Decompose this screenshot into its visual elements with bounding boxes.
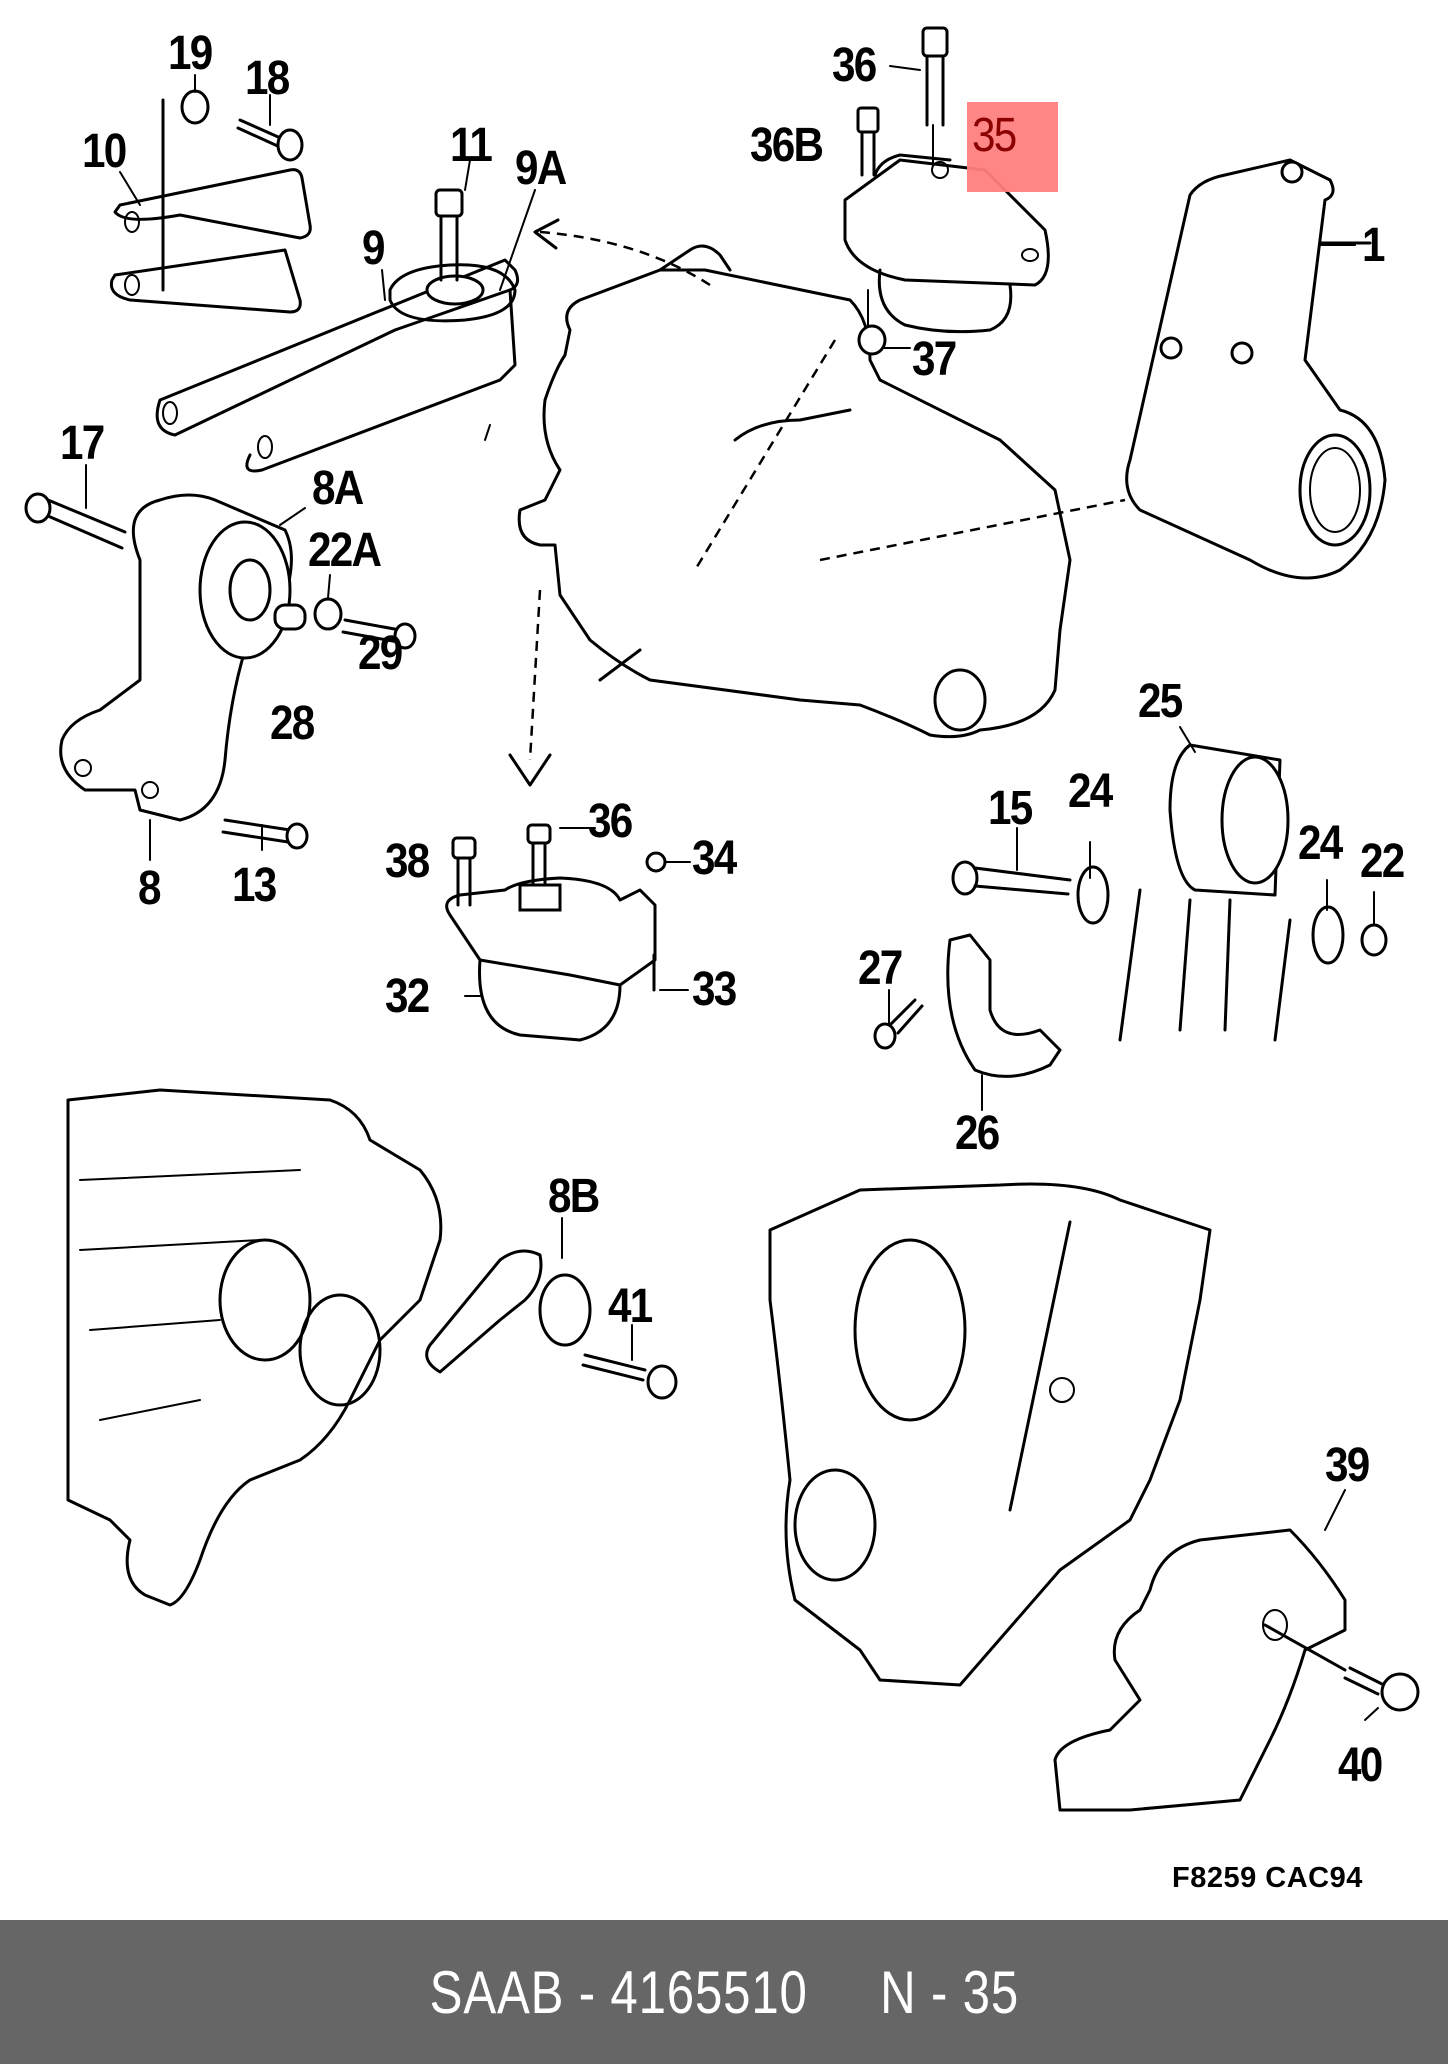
callout-35: 35 [972, 109, 1017, 162]
callout-1: 1 [1362, 219, 1385, 272]
part-26-bracket [946, 933, 1062, 1078]
part-28-spacer [273, 603, 307, 631]
part-9-torque-arm [155, 258, 520, 473]
callout-15: 15 [988, 782, 1033, 835]
part-18-bolt [236, 118, 304, 162]
callout-22A: 22A [308, 524, 382, 577]
part-35-mount [843, 153, 1050, 334]
parts-diagram: 19 18 10 11 9A 9 36 36B 35 37 1 17 8A 22… [24, 26, 1420, 1894]
callout-36-mid: 36 [588, 795, 633, 848]
leader-lines [85, 65, 1379, 1721]
part-36-bolt-mid [526, 823, 552, 887]
part-8-mount [59, 493, 293, 822]
part-24-bushing-right [1311, 905, 1345, 965]
part-34-nut [645, 851, 667, 873]
part-8B-mount [425, 1249, 592, 1374]
callout-27: 27 [858, 942, 903, 995]
part-36B-bolt [856, 106, 880, 177]
callout-24-right: 24 [1298, 817, 1343, 870]
arrow-32-head [508, 753, 552, 787]
figure-code: F8259 CAC94 [1172, 1862, 1363, 1894]
diagram-line-art [24, 26, 1420, 1812]
part-25-mount [1118, 743, 1292, 1042]
part-32-mount [445, 876, 657, 1042]
callout-28: 28 [270, 697, 315, 750]
callout-40: 40 [1338, 1739, 1383, 1792]
engine-lower-left [66, 1088, 443, 1607]
part-29-bolt [341, 618, 417, 650]
part-11-bolt [434, 188, 464, 282]
callout-17: 17 [60, 417, 105, 470]
callout-34: 34 [692, 832, 737, 885]
highlight-box-35 [967, 102, 1058, 192]
part-22A-nut [313, 597, 343, 631]
part-41-bolt [581, 1353, 678, 1400]
part-19-washer [180, 89, 210, 125]
callout-32: 32 [385, 970, 430, 1023]
part-10-bracket [109, 98, 312, 314]
arrow-9A-path [539, 230, 711, 287]
part-39-bracket [1053, 1528, 1347, 1812]
callout-24-left: 24 [1068, 765, 1113, 818]
callout-19: 19 [168, 27, 213, 80]
engine-lower-right [768, 1182, 1212, 1687]
callout-13: 13 [232, 859, 277, 912]
dash-line-1 [819, 498, 1126, 562]
part-37-nut [857, 289, 887, 356]
part-24-bushing-left [1076, 865, 1110, 925]
callout-36B: 36B [750, 119, 824, 172]
arrow-32-path [528, 589, 542, 761]
dash-line-37 [693, 339, 837, 571]
part-40-bolt [1263, 1623, 1420, 1712]
callout-18: 18 [245, 52, 290, 105]
callout-39: 39 [1325, 1439, 1370, 1492]
callout-11: 11 [450, 119, 493, 172]
callout-38: 38 [385, 835, 430, 888]
callout-33: 33 [692, 963, 737, 1016]
part-27-bolt [873, 998, 924, 1050]
callout-22: 22 [1360, 835, 1405, 888]
callout-41: 41 [608, 1280, 653, 1333]
part-number-caption: SAAB - 4165510 N - 35 [429, 1958, 1019, 2026]
arrow-9A-head [533, 218, 560, 250]
callout-37: 37 [912, 333, 957, 386]
callout-36-top: 36 [832, 39, 877, 92]
callout-8B: 8B [548, 1170, 600, 1223]
part-36-bolt-top [921, 26, 949, 166]
part-15-bolt [951, 860, 1072, 896]
callout-8A: 8A [312, 462, 364, 515]
part-22-nut [1360, 923, 1388, 957]
part-1-bracket [1125, 158, 1387, 580]
footer-bar: SAAB - 4165510 N - 35 [0, 1920, 1448, 2064]
callout-25: 25 [1138, 675, 1183, 728]
callout-9: 9 [362, 222, 385, 275]
callout-10: 10 [82, 125, 127, 178]
callout-26: 26 [955, 1107, 1000, 1160]
callout-9A: 9A [515, 142, 567, 195]
callout-29: 29 [358, 627, 403, 680]
engine-transmission-block [517, 244, 1072, 739]
part-17-bolt [24, 492, 127, 550]
part-38-bolt [451, 836, 477, 907]
callout-8: 8 [138, 862, 161, 915]
part-13-bolt [221, 818, 309, 850]
